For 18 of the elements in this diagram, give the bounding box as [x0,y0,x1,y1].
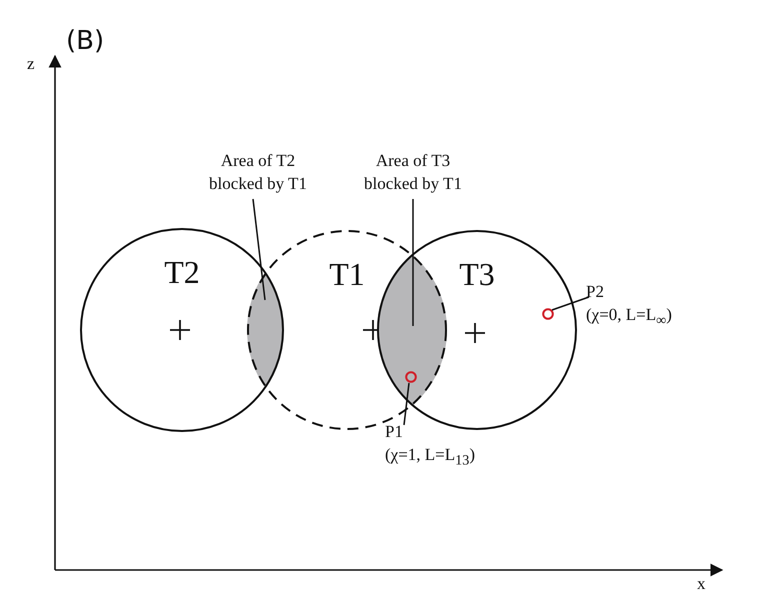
callout-text: P2 [586,281,605,303]
circle-label: T3 [458,258,496,290]
shaded-area [377,253,448,407]
callout-text: P1 [385,421,404,443]
callout-text: Area of T3 blocked by T1 [363,150,463,195]
axis-label: x [697,574,706,594]
circle-label: T2 [163,256,201,288]
circle-label: T1 [328,258,366,290]
callout-text: (χ=1, L=L$_{13}$) [385,444,476,470]
callout-text: Area of T2 blocked by T1 [208,150,308,195]
leader-line [403,382,410,426]
point-marker [405,371,417,383]
leader-line [552,296,590,311]
point-marker [542,308,554,320]
callout-text: (χ=0, L=L$_{∞}$) [586,304,673,330]
circle-region [80,228,284,432]
axis-label: z [27,54,35,74]
panel-label: (B) [66,26,104,56]
